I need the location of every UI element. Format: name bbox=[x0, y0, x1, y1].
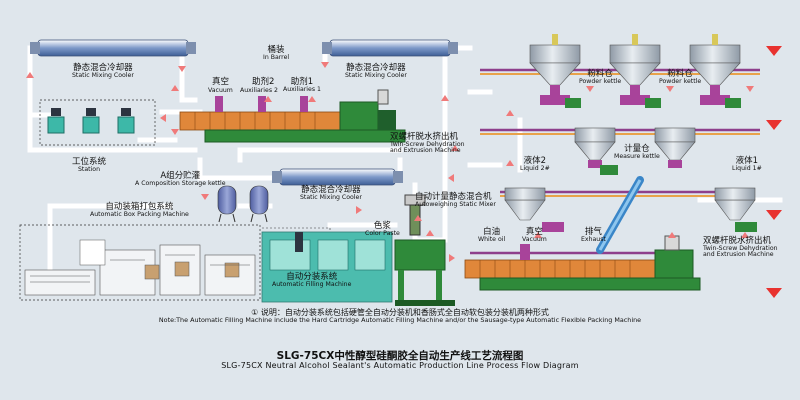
label-powder-1: 粉料仓 Powder kettle bbox=[579, 69, 622, 85]
powder-hoppers bbox=[529, 34, 741, 108]
hopper-3 bbox=[689, 34, 741, 105]
label-static-mixer-3: 静态混合冷却器 Static Mixing Cooler bbox=[300, 185, 362, 201]
bracket-lines bbox=[262, 227, 331, 232]
label-aux2-en: Auxiliaries 2 bbox=[240, 87, 278, 94]
red-markers bbox=[766, 46, 782, 298]
label-autoweigh: 自动计量静态混合机 Autoweighing Static Mixer bbox=[415, 192, 496, 208]
station-system bbox=[39, 99, 156, 146]
label-vacuum-1: 真空 bbox=[212, 77, 230, 87]
label-filling: 自动分装系统 Automatic Filling Machine bbox=[272, 272, 352, 288]
twin-screw-extruder-1 bbox=[179, 89, 406, 143]
label-white-oil: 白油 White oil bbox=[478, 227, 506, 243]
label-vacuum-2: 真空 Vacuum bbox=[522, 227, 547, 243]
powder-dryers bbox=[565, 98, 741, 108]
label-static-mixer-1: 静态混合冷却器 Static Mixing Cooler bbox=[72, 63, 134, 79]
label-powder-2: 粉料仓 Powder kettle bbox=[659, 69, 702, 85]
automatic-filling-machine bbox=[261, 231, 393, 303]
label-liquid2: 液体2 Liquid 2# bbox=[520, 156, 550, 172]
label-twin-screw-1: 双螺杆脱水挤出机 Twin-Screw Dehydration and Extr… bbox=[390, 132, 465, 155]
diagram-title: SLG-75CX中性醇型硅酮胶全自动生产线工艺流程图 SLG-75CX Neut… bbox=[221, 350, 579, 371]
label-twin-screw-2: 双螺杆脱水挤出机 Twin-Screw Dehydration and Extr… bbox=[703, 236, 778, 259]
static-mixing-cooler-2 bbox=[322, 39, 458, 57]
exhaust-tube bbox=[596, 176, 644, 254]
label-station: 工位系统 Station bbox=[72, 157, 107, 173]
label-exhaust: 排气 Exhaust bbox=[581, 227, 606, 243]
liquid-kettles bbox=[504, 187, 757, 232]
label-measure: 计量仓 Measure kettle bbox=[614, 144, 660, 160]
box-packing-machine bbox=[19, 224, 261, 301]
twin-screw-extruder-2 bbox=[464, 235, 701, 291]
flow-arrows bbox=[26, 62, 754, 262]
hopper-2 bbox=[609, 34, 661, 105]
static-mixing-cooler-1 bbox=[30, 39, 196, 57]
hopper-1 bbox=[529, 34, 581, 105]
label-color-paste: 色浆 Color Paste bbox=[365, 221, 400, 237]
measure-kettles bbox=[574, 127, 696, 175]
label-storage: A组分贮灌 A Composition Storage kettle bbox=[135, 171, 226, 187]
label-liquid1: 液体1 Liquid 1# bbox=[732, 156, 762, 172]
label-barrel: 桶装 In Barrel bbox=[263, 45, 290, 61]
label-aux2: 助剂2 bbox=[252, 77, 275, 87]
label-box-packing: 自动装箱打包系统 Automatic Box Packing Machine bbox=[90, 202, 189, 218]
label-static-mixer-2: 静态混合冷却器 Static Mixing Cooler bbox=[345, 63, 407, 79]
note: ① 说明：自动分装系统包括硬管全自动分装机和香肠式全自动软包装分装机两种形式 N… bbox=[158, 308, 642, 325]
label-aux-en: Vacuum bbox=[208, 87, 233, 94]
static-mixing-cooler-3 bbox=[272, 168, 403, 186]
label-aux1: 助剂1 Auxiliaries 1 bbox=[283, 77, 321, 93]
storage-kettles bbox=[217, 185, 269, 223]
